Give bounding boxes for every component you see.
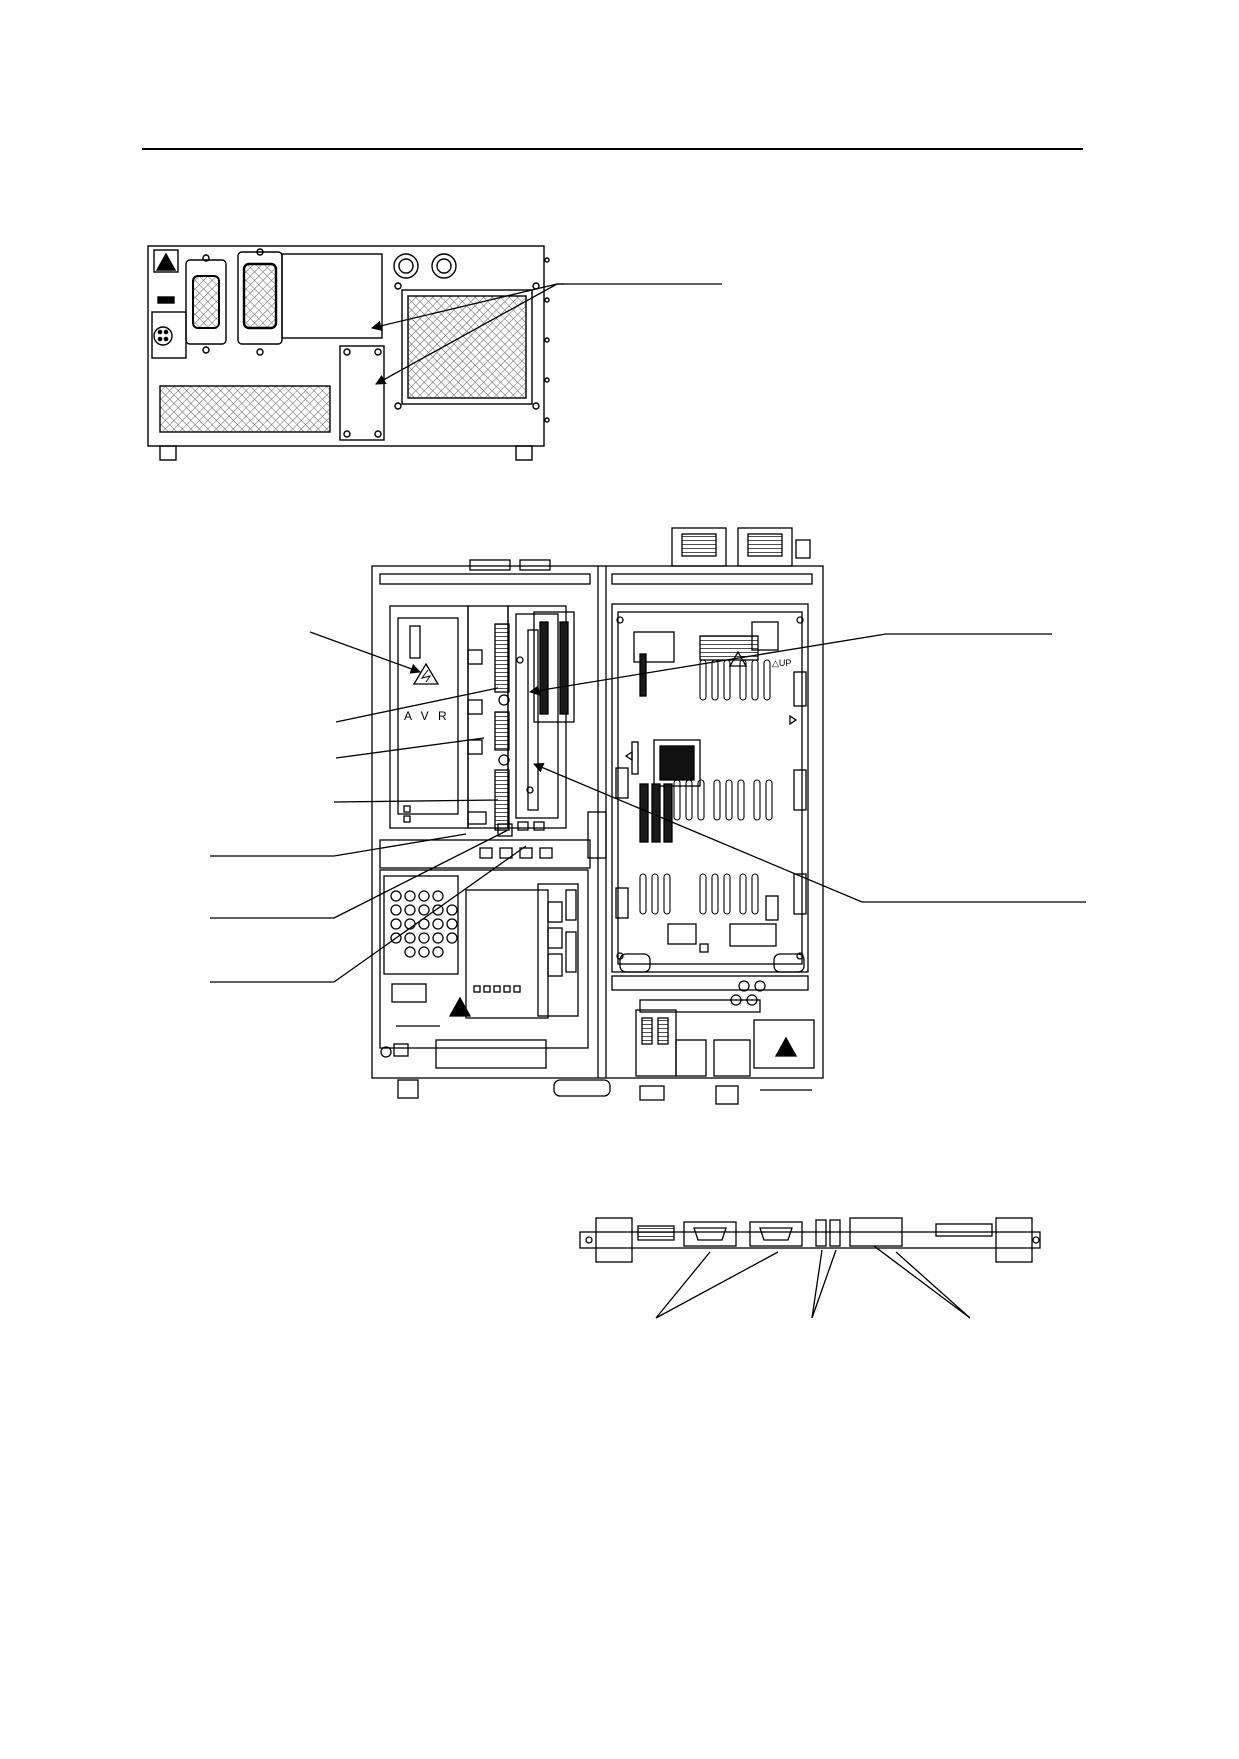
- callout-external: [370, 283, 722, 385]
- external-rear-view: [147, 245, 550, 461]
- warning-icon: [448, 996, 472, 1017]
- high-voltage-warning-icon: [412, 662, 440, 685]
- cabinet-callouts: [210, 631, 1086, 983]
- io-board-stack: [467, 605, 567, 837]
- board-callouts: [655, 1245, 971, 1319]
- top-connector-icon: [671, 527, 727, 567]
- card-slot: [663, 783, 673, 843]
- vent-grille: [407, 295, 527, 399]
- warning-icon: [153, 249, 179, 273]
- card-slot: [559, 621, 569, 715]
- rj45-port-icon: [849, 1217, 903, 1247]
- blank-cover-plate-small: [339, 345, 385, 441]
- card-slot: [639, 783, 649, 843]
- up-mark: △UP: [772, 658, 791, 668]
- header-rule: [142, 148, 1083, 150]
- controller-housing: [147, 245, 545, 447]
- warning-icon: [774, 1036, 798, 1057]
- board-edge: [579, 1231, 1041, 1249]
- card-slot: [651, 783, 661, 843]
- led-indicator: [815, 1219, 827, 1247]
- led-indicator: [829, 1219, 841, 1247]
- nameplate-icon: [157, 296, 175, 304]
- db9-connector-2-icon: [749, 1221, 803, 1247]
- heavy-duty-connector-1-icon: [185, 254, 227, 354]
- blank-cover-plate: [281, 253, 383, 339]
- cabinet-interior-view: A V R: [371, 527, 824, 1105]
- top-connector-icon: [737, 527, 793, 567]
- heavy-duty-connector-2-icon: [237, 248, 283, 356]
- cable-gland-icon: [393, 253, 419, 279]
- avr-unit: A V R: [389, 605, 469, 829]
- board-front-view: [579, 1217, 1041, 1263]
- cpu-chip: [653, 739, 701, 787]
- card-slot: [539, 621, 549, 715]
- main-cpu-board: △UP: [611, 603, 809, 973]
- terminal-block: [494, 711, 510, 751]
- avr-label: A V R: [404, 709, 450, 723]
- power-distribution-unit: [611, 953, 815, 1105]
- vent-grille: [159, 385, 331, 433]
- cable-gland-icon: [431, 253, 457, 279]
- fan-power-unit: [379, 869, 589, 1069]
- round-connector-icon: [151, 311, 187, 359]
- db9-connector-1-icon: [683, 1221, 737, 1247]
- terminal-connector: [637, 1225, 675, 1241]
- terminal-block: [494, 623, 510, 693]
